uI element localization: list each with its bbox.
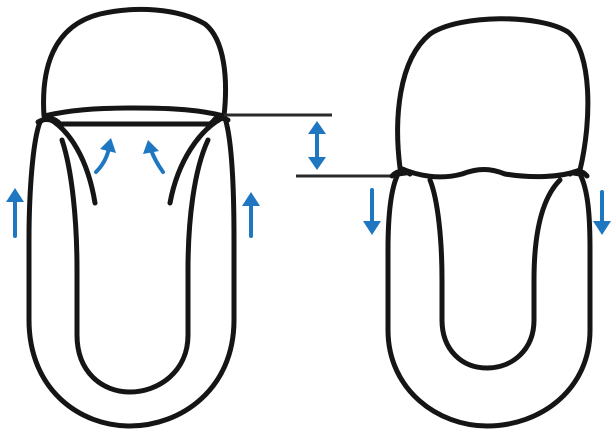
up-arrow-icon <box>6 188 24 236</box>
measurement <box>224 115 396 176</box>
right-outer-body <box>388 168 590 426</box>
double-headed-arrow-icon <box>308 121 326 170</box>
up-arrow-icon <box>242 192 260 236</box>
double-arrow-top-head <box>308 121 326 134</box>
left-shape <box>29 9 234 426</box>
left-outer-body <box>29 117 234 426</box>
down-arrow-icon <box>593 192 611 235</box>
left-head <box>44 9 226 116</box>
right-shape <box>388 19 590 426</box>
double-arrow-bottom-head <box>308 157 326 170</box>
down-arrow-icon <box>363 190 381 235</box>
right-head <box>398 19 588 177</box>
